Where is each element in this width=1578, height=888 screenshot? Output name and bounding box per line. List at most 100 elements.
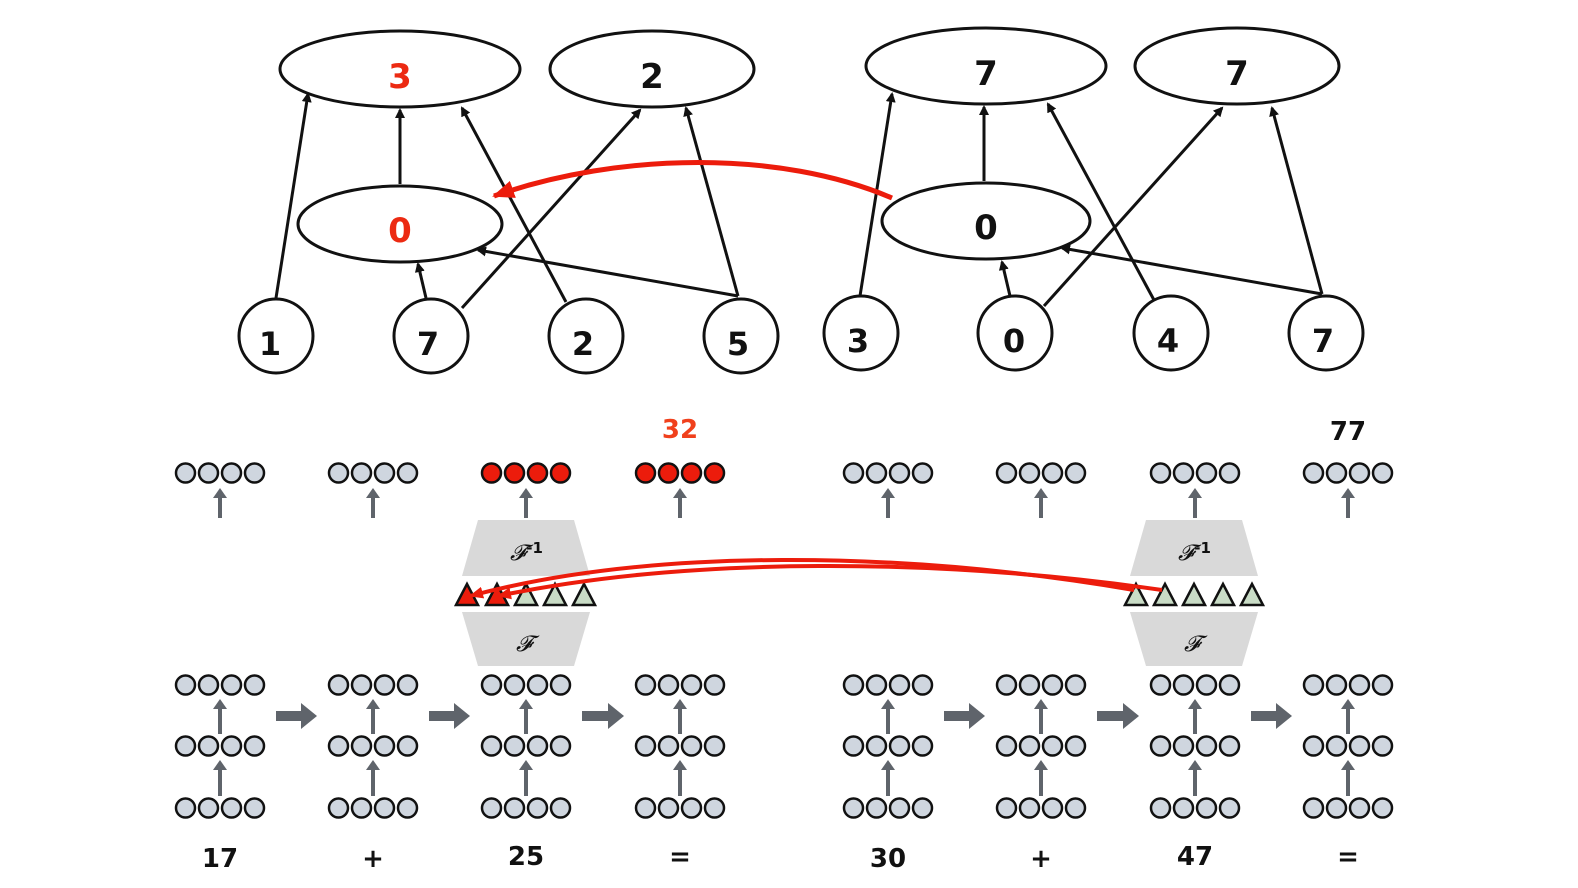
neuron	[480, 735, 503, 757]
edge	[1042, 106, 1224, 308]
neuron	[373, 735, 396, 757]
edge	[476, 246, 739, 298]
frequency-component	[1122, 581, 1150, 607]
frequency-components-left	[453, 581, 598, 607]
up-arrow	[881, 760, 895, 796]
neuron	[373, 462, 396, 484]
neuron-row	[480, 674, 572, 696]
neuron	[634, 735, 657, 757]
neuron	[1348, 462, 1371, 484]
up-arrow	[1341, 760, 1355, 796]
up-arrow	[519, 488, 533, 518]
neuron	[327, 735, 350, 757]
neuron	[1325, 797, 1348, 819]
neuron	[350, 674, 373, 696]
up-arrow	[1188, 760, 1202, 796]
neuron	[888, 735, 911, 757]
graph-left-output-1-text: 3	[388, 57, 412, 97]
neuron	[197, 674, 220, 696]
neuron	[1149, 735, 1172, 757]
neuron	[220, 462, 243, 484]
neuron-row	[842, 735, 934, 757]
neuron	[220, 797, 243, 819]
neuron	[1371, 735, 1394, 757]
neuron	[1018, 735, 1041, 757]
neuron-row	[995, 797, 1087, 819]
neuron	[634, 462, 657, 484]
edge	[683, 106, 740, 297]
inverse-fourier-box	[1130, 520, 1258, 576]
neuron	[526, 797, 549, 819]
neuron	[549, 735, 572, 757]
graph-left: 3 2 0 1 7 2 5	[237, 29, 780, 375]
neuron	[243, 797, 266, 819]
forward-fourier-box	[1130, 612, 1258, 666]
up-arrow	[519, 760, 533, 796]
neuron	[657, 462, 680, 484]
neuron	[842, 797, 865, 819]
graph-right-output-2-text: 7	[1225, 54, 1249, 94]
up-arrow	[673, 699, 687, 734]
neuron	[995, 462, 1018, 484]
edge	[414, 262, 428, 299]
neuron	[396, 797, 419, 819]
graph-right-middle-text: 0	[974, 208, 998, 248]
output-neuron-row	[480, 462, 572, 484]
neuron	[174, 674, 197, 696]
neuron	[680, 735, 703, 757]
neuron	[865, 674, 888, 696]
neuron	[480, 462, 503, 484]
up-arrow	[519, 699, 533, 734]
frequency-component	[1238, 581, 1266, 607]
neuron	[549, 797, 572, 819]
up-arrow	[1034, 488, 1048, 518]
edge	[1046, 102, 1156, 301]
neuron	[888, 674, 911, 696]
neuron	[243, 735, 266, 757]
up-arrow	[1188, 488, 1202, 518]
neuron-row	[327, 674, 419, 696]
neuron	[1218, 674, 1241, 696]
neuron	[1149, 462, 1172, 484]
neuron	[842, 735, 865, 757]
neuron	[1371, 462, 1394, 484]
neuron-row	[842, 797, 934, 819]
neuron	[1348, 797, 1371, 819]
graph-right-input-node-3	[1132, 294, 1210, 372]
neuron	[865, 735, 888, 757]
neuron	[1302, 674, 1325, 696]
neuron-row	[1149, 735, 1241, 757]
neuron	[911, 462, 934, 484]
graph-left-output-node-1	[278, 29, 522, 109]
neuron	[197, 462, 220, 484]
neuron	[680, 674, 703, 696]
frequency-component	[570, 581, 598, 607]
graph-right-output-node-1	[864, 26, 1108, 106]
neuron	[549, 462, 572, 484]
neuron	[220, 674, 243, 696]
neuron	[1302, 462, 1325, 484]
graph-right-input-4-text: 7	[1312, 322, 1334, 360]
graph-left-input-3-text: 2	[572, 325, 594, 363]
neuron	[888, 462, 911, 484]
neuron	[243, 674, 266, 696]
neuron	[1218, 462, 1241, 484]
neuron	[657, 735, 680, 757]
neuron	[1172, 462, 1195, 484]
graph-right-edges	[858, 92, 1324, 308]
frequency-component	[512, 581, 540, 607]
up-arrow	[366, 699, 380, 734]
graph-left-input-node-4	[702, 297, 780, 375]
neuron-row	[1302, 797, 1394, 819]
inverse-fourier-label: 𝓕-1	[510, 539, 543, 566]
neuron	[174, 462, 197, 484]
neuron-row	[480, 735, 572, 757]
neuron	[842, 462, 865, 484]
neuron	[549, 674, 572, 696]
frequency-component	[1151, 581, 1179, 607]
neuron	[503, 797, 526, 819]
operand-label: =	[669, 842, 691, 872]
neuron	[1149, 797, 1172, 819]
up-arrow	[881, 699, 895, 734]
